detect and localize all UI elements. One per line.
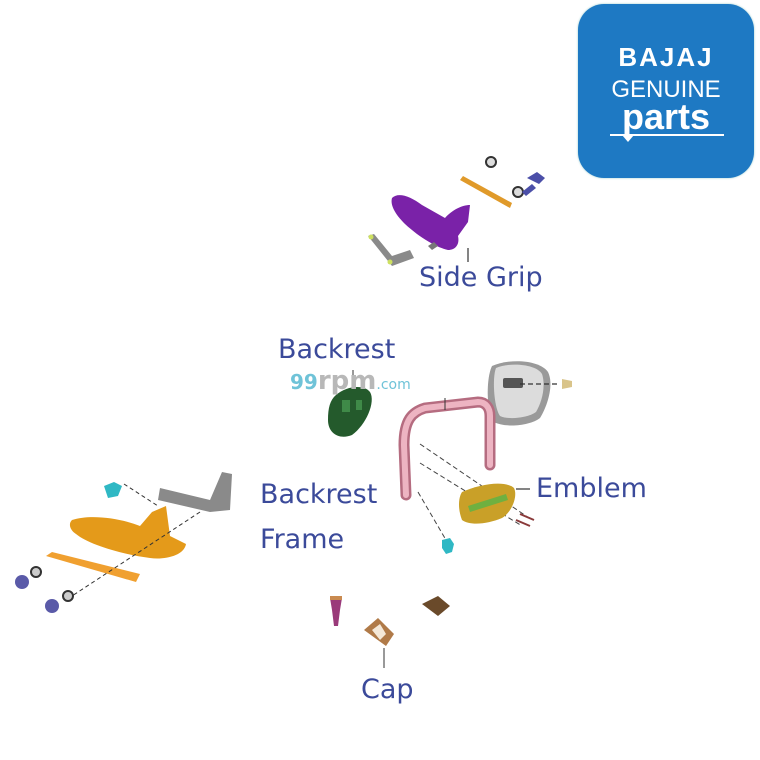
logo-underline [610, 134, 724, 136]
logo-brand: BAJAJ [618, 42, 714, 72]
label-backrest: Backrest [278, 334, 396, 365]
label-cap: Cap [361, 674, 414, 705]
cap-assembly [330, 596, 450, 668]
emblem-part [459, 483, 535, 527]
backrest-pad [328, 370, 372, 437]
label-emblem: Emblem [536, 473, 647, 504]
label-side-grip: Side Grip [419, 262, 543, 293]
logo-genuine: GENUINE [611, 76, 721, 103]
logo-parts: parts [621, 96, 711, 137]
left-grip-assembly [15, 472, 232, 613]
watermark-99rpm: 99rpm.com [290, 366, 411, 396]
bajaj-genuine-parts-logo: BAJAJ GENUINE parts [578, 4, 754, 178]
backrest-cover [487, 361, 572, 426]
backrest-frame [398, 396, 533, 554]
logo-arrow-icon [622, 135, 634, 142]
label-backrest-frame-line1: Backrest [260, 479, 378, 510]
side-grip-assembly [368, 156, 545, 266]
label-backrest-frame-line2: Frame [260, 524, 345, 555]
